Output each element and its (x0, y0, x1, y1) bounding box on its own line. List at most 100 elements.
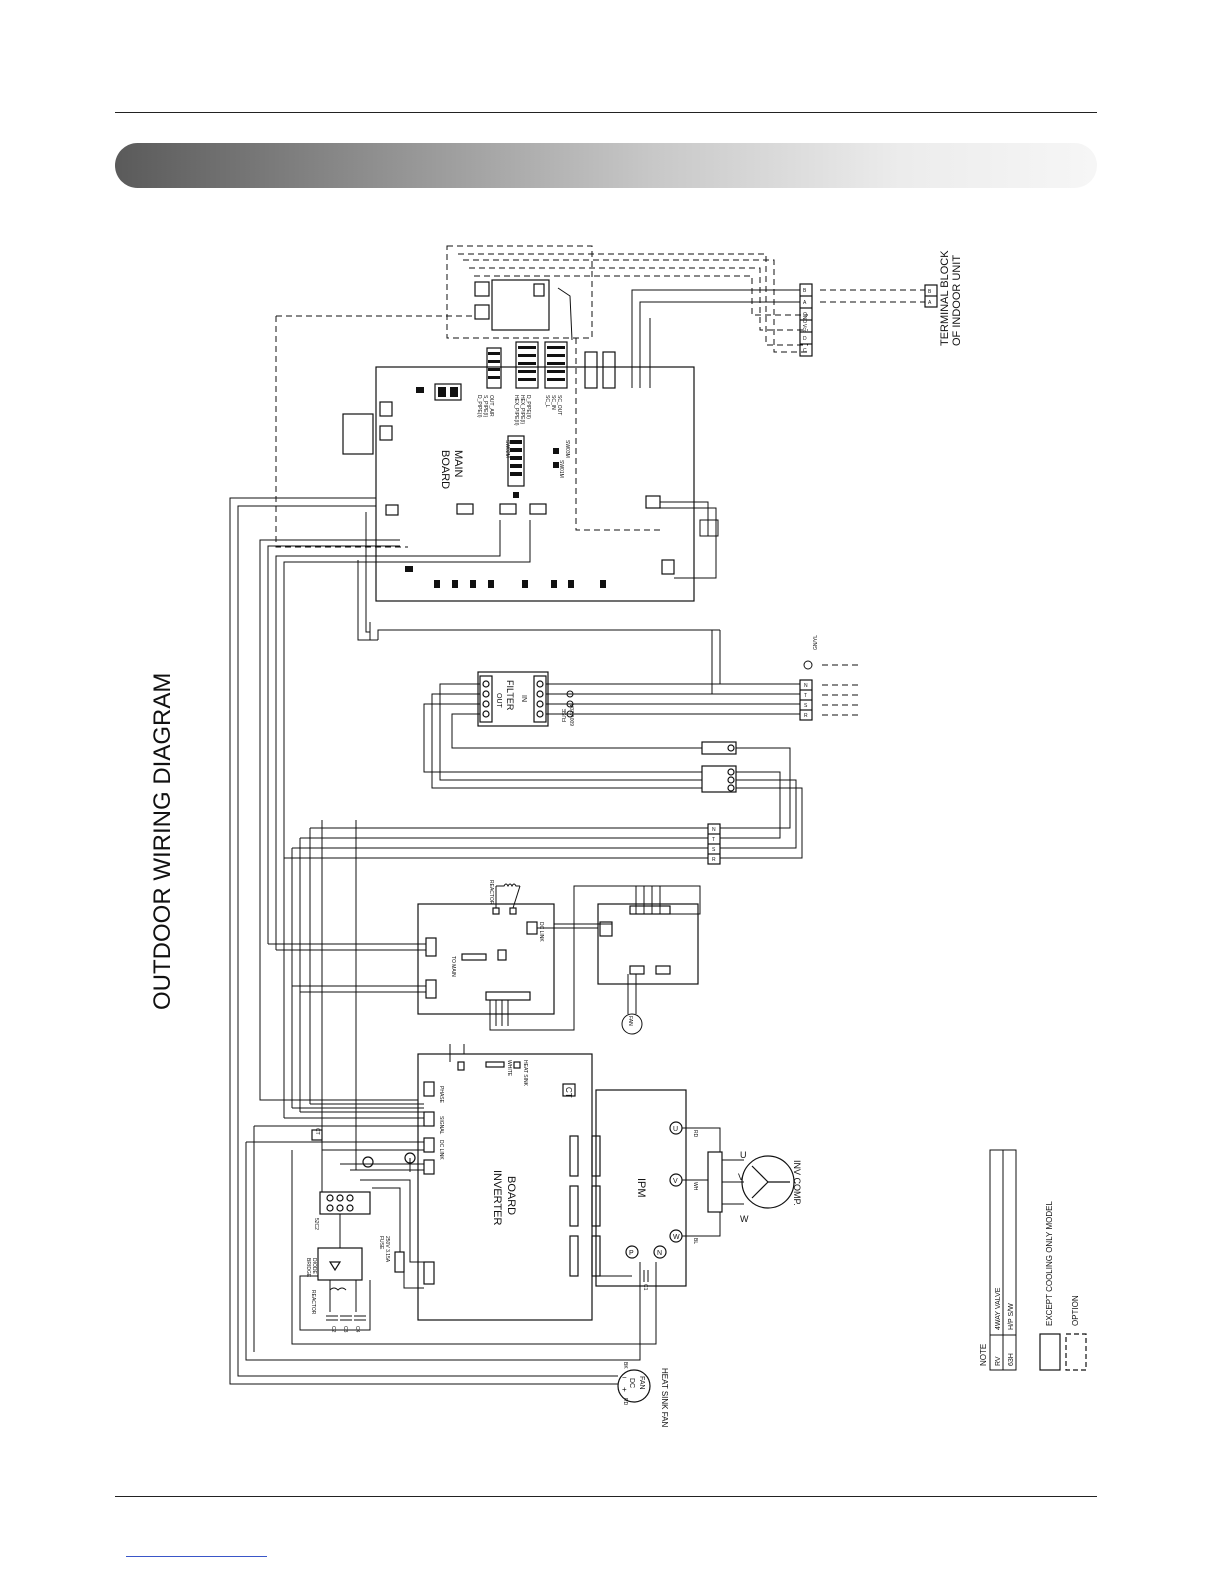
filter-input-wires (546, 630, 800, 718)
sensor-sc-l: SC_L (544, 395, 550, 408)
comm-board-option (275, 245, 925, 548)
sensor-s-pipe: S_PIPE(I) (482, 395, 488, 418)
power-terminal (799, 679, 813, 721)
indoor-terminal-b: B (928, 289, 932, 295)
ct-sensor: CT (314, 1128, 320, 1135)
switch-sw01m: SW01M (558, 460, 564, 478)
power-terminal-t: T (804, 693, 807, 699)
reactor-coil (495, 883, 521, 909)
filter-in: IN (520, 695, 527, 702)
heat-sink-fan-plus: + (622, 1385, 627, 1394)
terminal-block-indoor (799, 283, 938, 357)
ipm-terminal-n: N (657, 1250, 662, 1257)
junction-wires (720, 747, 803, 859)
heat-sink-fan (617, 1369, 651, 1403)
tb-terminal-d: D (803, 336, 807, 342)
ipm-terminal-v: V (673, 1178, 678, 1185)
bridge-label-2: DIODE (311, 1258, 317, 1275)
power-terminal-r: R (804, 713, 808, 719)
terminal2-r: R (712, 857, 716, 863)
fan-board-wires (268, 885, 701, 1031)
diagram-title: OUTDOOR WIRING DIAGRAM (149, 673, 176, 1010)
sensor-out-air: OUT_AIR (488, 395, 494, 417)
note-title: NOTE (979, 1344, 988, 1366)
fan-motor (621, 1013, 643, 1035)
legend-option: OPTION (1071, 1295, 1080, 1326)
inverter-board-label-2: BOARD (505, 1176, 517, 1215)
noise-filter (477, 671, 549, 727)
compressor-label: INV COMP. (792, 1160, 802, 1206)
comp-phase-w: W (740, 1214, 749, 1224)
inverter-board-label: INVERTER (491, 1170, 503, 1225)
fan-motor-label: FAN (627, 1016, 633, 1026)
main-board-label-2: BOARD (439, 450, 451, 489)
heat-sink-fan-wire-bk: BK (622, 1362, 628, 1369)
fan-board-dc-link: DC LINK (538, 922, 544, 942)
legend-except-cooling: EXCEPT COOLING ONLY MODEL (1045, 1201, 1054, 1326)
power-input-dashes (822, 664, 858, 716)
sensor-hex-pipe-2: HEX_PIPE(II) (513, 395, 519, 426)
footer-link-underline[interactable] (126, 1556, 267, 1557)
ground-symbol (803, 660, 813, 670)
inverter-fuse: FUSE (378, 1236, 384, 1250)
heat-sink-fan-dc: DC (628, 1378, 635, 1388)
ipm-terminal-w: W (673, 1234, 680, 1241)
legend-dashed-box (1065, 1333, 1087, 1371)
tb-terminal-b: B (803, 288, 807, 294)
filter-fuse: FUSE (562, 708, 568, 722)
bridge-reactor: REACTOR (310, 1290, 316, 1315)
header-banner (115, 143, 1097, 188)
cap-c2: C2 (330, 1326, 336, 1333)
inverter-label-white: WHITE (506, 1060, 512, 1077)
tb-terminal-gnd: GND (801, 312, 807, 324)
bridge-diode (311, 1129, 416, 1281)
sensor-hex-pipe-1: HEX_PIPE(I) (519, 395, 525, 425)
comp-phase-v: V (738, 1172, 744, 1182)
main-board-right-wires (660, 501, 719, 579)
main-board-pins (405, 346, 606, 588)
filter-output-wires (369, 622, 720, 789)
switch-sw02m: SW02M (504, 440, 510, 458)
heat-sink-fan-wire-rd: RD (622, 1398, 628, 1406)
heat-sink-fan-fan: FAN (638, 1376, 645, 1390)
inverter-fuse-rating: 250V 3.15A (384, 1236, 390, 1263)
bridge-label: BRIDGE (305, 1258, 311, 1278)
switch-sw03m: SW03M (564, 440, 570, 458)
fan-motor-wires (627, 974, 637, 1014)
inverter-label-heat-sink: HEAT SINK (522, 1060, 528, 1087)
ipm-terminal-u: U (673, 1126, 678, 1133)
compressor-wires (682, 1127, 744, 1237)
comp-wire-bl: BL (692, 1238, 698, 1244)
sensor-d-pipe-1: D_PIPE(I) (476, 395, 482, 418)
comm-board (474, 279, 550, 331)
tb-terminal-a: A (803, 300, 807, 306)
comp-wire-wh: WH (692, 1182, 698, 1191)
wire-harness (229, 497, 657, 1385)
note-row-rv-code: RV (995, 1356, 1002, 1366)
filter-label: FILTER (505, 680, 515, 711)
inverter-label-phase: PHASE (438, 1086, 444, 1104)
filter-out: OUT (495, 693, 502, 709)
heat-sink-fan-minus: − (622, 1373, 627, 1382)
fan-board (417, 903, 699, 1015)
cap-c3: C3 (342, 1326, 348, 1333)
inverter-board (394, 1053, 687, 1321)
cap-c1: C1 (642, 1284, 648, 1291)
legend-solid-box (1039, 1333, 1061, 1371)
junction-terminal (701, 741, 737, 793)
main-terminal-2 (707, 823, 721, 865)
note-row-63h-code: 63H (1008, 1353, 1015, 1366)
power-terminal-n: N (804, 683, 808, 689)
sensor-sc-out: SC_OUT (556, 395, 562, 415)
terminal2-wires (284, 827, 708, 859)
heat-sink-fan-caption: HEAT SINK FAN (660, 1368, 669, 1427)
cap-c4: C4 (354, 1326, 360, 1333)
power-terminal-s: S (804, 703, 808, 709)
comp-phase-u: U (740, 1150, 747, 1160)
tb-terminal-c: C (803, 348, 807, 354)
ground-label: GN/YL (813, 635, 819, 650)
relay-52c2: 52C2 (313, 1218, 319, 1230)
comp-wire-rd: RD (692, 1130, 698, 1138)
header-rule (115, 112, 1097, 113)
